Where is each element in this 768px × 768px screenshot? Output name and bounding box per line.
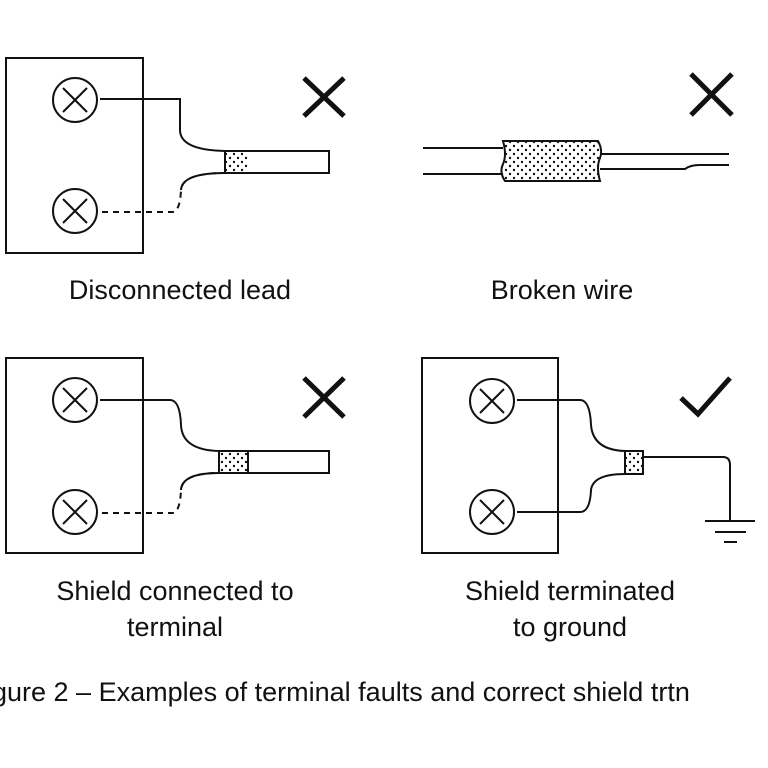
terminal-screw-icon: [52, 377, 98, 423]
wire-lead: [180, 472, 220, 491]
ground-icon: [705, 520, 755, 543]
check-icon: [679, 376, 732, 418]
cable-shield: [500, 140, 603, 182]
terminal-screw-icon: [52, 77, 98, 123]
cross-icon: [302, 76, 346, 118]
cable-shield: [624, 450, 644, 475]
cable: [224, 150, 330, 174]
panel-shield-terminated-to-ground: [421, 357, 755, 554]
cable-shield: [226, 152, 248, 172]
wire-lead-broken: [600, 164, 729, 170]
terminal-screw-icon: [52, 489, 98, 535]
label-line: Shield connected to: [56, 576, 294, 606]
cable-shield: [220, 452, 248, 472]
wire-lead-disconnected: [102, 472, 220, 514]
terminal-block: [5, 57, 144, 254]
label-line: terminal: [126, 612, 224, 642]
panel-label-disconnected-lead: Disconnected lead: [68, 275, 292, 305]
terminal-block: [421, 357, 559, 554]
wire-lead: [100, 399, 220, 452]
label-line: to ground: [512, 612, 628, 642]
cross-icon: [689, 72, 734, 117]
terminal-screw-icon: [52, 188, 98, 234]
wire-lead: [180, 172, 226, 191]
terminal-block: [5, 357, 144, 554]
wire-lead: [517, 473, 626, 513]
panel-label-broken-wire: Broken wire: [490, 275, 634, 305]
figure-caption: igure 2 – Examples of terminal faults an…: [0, 677, 690, 707]
terminal-screw-icon: [469, 378, 515, 424]
panel-shield-connected-to-terminal: [5, 357, 346, 554]
terminal-screw-icon: [469, 489, 515, 535]
panel-broken-wire: [423, 72, 734, 182]
ground-wire: [643, 456, 731, 521]
cross-icon: [302, 376, 346, 419]
cable: [218, 450, 330, 474]
panel-label-shield-terminated-to-ground: Shield terminated to ground: [420, 573, 720, 645]
panel-disconnected-lead: [5, 57, 346, 254]
label-line: Shield terminated: [464, 576, 676, 606]
panel-label-shield-connected-to-terminal: Shield connected to terminal: [10, 573, 340, 645]
wire-lead-disconnected: [102, 172, 226, 213]
wire-lead: [517, 399, 626, 452]
wire-lead: [100, 98, 226, 152]
